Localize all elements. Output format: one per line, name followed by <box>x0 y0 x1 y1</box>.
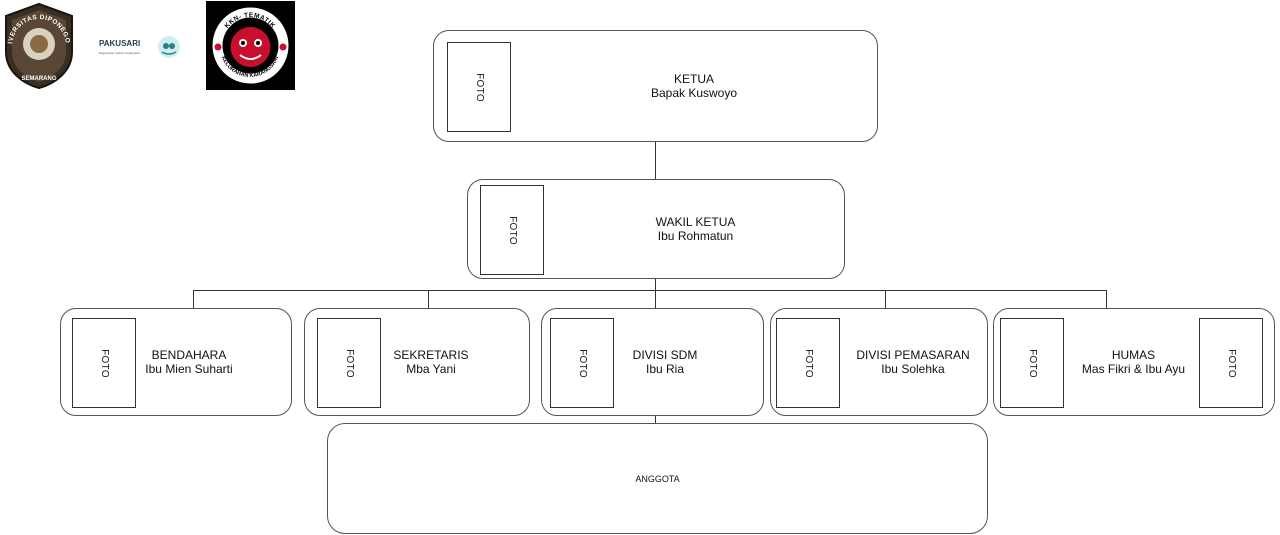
ketua-foto: FOTO <box>447 42 511 132</box>
sdm-title: DIVISI SDM <box>632 348 698 362</box>
sekretaris-name: Mba Yani <box>406 362 456 376</box>
humas-name: Mas Fikri & Ibu Ayu <box>1081 362 1186 376</box>
wakil-name: Ibu Rohmatun <box>657 229 734 243</box>
pakusari-name: PAKUSARI <box>99 39 141 48</box>
connector-sekretaris <box>428 290 429 309</box>
humas-title: HUMAS <box>1111 348 1156 362</box>
pemasaran-title: DIVISI PEMASARAN <box>856 348 970 362</box>
connector-pemasaran <box>885 290 886 309</box>
pakusari-tagline: Paguyuban Kuliner Karangsari <box>99 51 140 55</box>
ketua-title: KETUA <box>673 72 714 86</box>
sdm-box: FOTO DIVISI SDM Ibu Ria <box>541 308 764 416</box>
pemasaran-box: FOTO DIVISI PEMASARAN Ibu Solehka <box>770 308 988 416</box>
bendahara-foto: FOTO <box>72 318 136 408</box>
bendahara-name: Ibu Mien Suharti <box>145 362 233 376</box>
wakil-foto: FOTO <box>480 185 544 275</box>
connector-sdm <box>655 290 656 309</box>
connector-sdm-anggota <box>655 415 656 424</box>
connector-ketua-wakil <box>655 142 656 180</box>
wakil-box: FOTO WAKIL KETUA Ibu Rohmatun <box>467 179 845 279</box>
undip-logo: UNIVERSITAS DIPONEGORO SEMARANG <box>0 0 76 90</box>
sekretaris-title: SEKRETARIS <box>393 348 469 362</box>
sekretaris-box: FOTO SEKRETARIS Mba Yani <box>304 308 530 416</box>
anggota-title: ANGGOTA <box>635 474 680 484</box>
humas-foto-left: FOTO <box>1000 318 1064 408</box>
pemasaran-name: Ibu Solehka <box>881 362 945 376</box>
ketua-box: FOTO KETUA Bapak Kuswoyo <box>433 30 878 142</box>
humas-box: FOTO HUMAS Mas Fikri & Ibu Ayu FOTO <box>993 308 1275 416</box>
pemasaran-foto: FOTO <box>776 318 840 408</box>
pakusari-icon <box>158 36 180 58</box>
connector-wakil-down <box>655 278 656 290</box>
ketua-name: Bapak Kuswoyo <box>650 86 738 100</box>
bendahara-title: BENDAHARA <box>151 348 227 362</box>
humas-foto-right: FOTO <box>1199 318 1263 408</box>
sekretaris-foto: FOTO <box>317 318 381 408</box>
wakil-title: WAKIL KETUA <box>655 215 736 229</box>
sdm-foto: FOTO <box>550 318 614 408</box>
pakusari-logo: PAKUSARI Paguyuban Kuliner Karangsari <box>96 34 188 60</box>
kkn-logo: KKN- TEMATIK KELURAHAN KARANGSARI <box>206 1 295 90</box>
bendahara-box: FOTO BENDAHARA Ibu Mien Suharti <box>60 308 292 416</box>
undip-bottom-text: SEMARANG <box>21 76 56 82</box>
connector-humas <box>1106 290 1107 309</box>
anggota-box: ANGGOTA <box>327 423 988 534</box>
connector-bendahara <box>193 290 194 309</box>
sdm-name: Ibu Ria <box>645 362 685 376</box>
connector-horizontal <box>193 290 1107 291</box>
